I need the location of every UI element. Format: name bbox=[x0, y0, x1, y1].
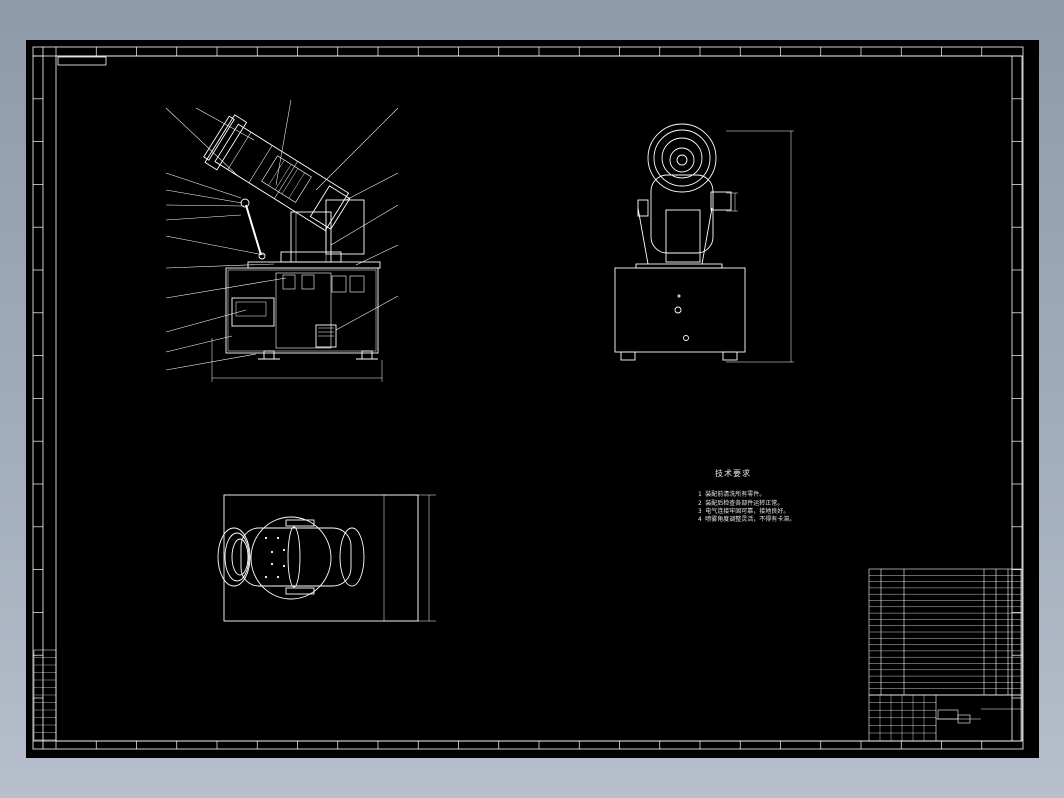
front-view bbox=[165, 99, 399, 382]
cannon-barrel bbox=[214, 123, 350, 232]
drawing-viewport[interactable]: 技术要求 1 装配前清洗所有零件。 2 装配后检查各部件运转正常。 3 电气连接… bbox=[26, 40, 1039, 758]
bom-rows bbox=[869, 575, 1021, 696]
technical-notes: 技术要求 1 装配前清洗所有零件。 2 装配后检查各部件运转正常。 3 电气连接… bbox=[698, 469, 796, 524]
mounting-hole bbox=[276, 536, 280, 540]
sign-rows bbox=[34, 657, 56, 733]
mounting-hole bbox=[276, 575, 280, 579]
note-line-3: 3 电气连接牢固可靠，接地良好。 bbox=[698, 507, 790, 515]
mounting-hole bbox=[282, 548, 286, 552]
cad-drawing bbox=[32, 46, 1024, 750]
side-cabinet bbox=[614, 267, 746, 353]
top-barrel bbox=[240, 527, 352, 587]
outer-frame bbox=[32, 46, 1024, 750]
note-line-2: 2 装配后检查各部件运转正常。 bbox=[698, 499, 784, 507]
mounting-holes bbox=[264, 536, 286, 579]
title-block bbox=[868, 568, 1022, 742]
zone-ticks bbox=[33, 47, 1022, 749]
side-view bbox=[614, 123, 794, 363]
pump-unit bbox=[315, 324, 337, 348]
top-base-outline bbox=[223, 494, 419, 622]
mounting-hole bbox=[282, 564, 286, 568]
note-line-4: 4 喷雾角度调整灵活，不得有卡滞。 bbox=[698, 516, 796, 524]
nozzle-outer bbox=[217, 527, 251, 587]
top-view bbox=[217, 494, 436, 622]
mounting-hole bbox=[264, 575, 268, 579]
mounting-hole bbox=[270, 550, 274, 554]
mounting-hole bbox=[270, 562, 274, 566]
title-grid bbox=[869, 695, 936, 741]
nozzle-ring-outer bbox=[647, 123, 717, 193]
control-box bbox=[231, 297, 275, 327]
note-line-1: 1 装配前清洗所有零件。 bbox=[698, 491, 766, 499]
notes-title: 技术要求 bbox=[715, 469, 751, 478]
turret-post bbox=[290, 211, 332, 263]
top-left-code-box bbox=[57, 56, 107, 66]
mounting-hole bbox=[264, 536, 268, 540]
